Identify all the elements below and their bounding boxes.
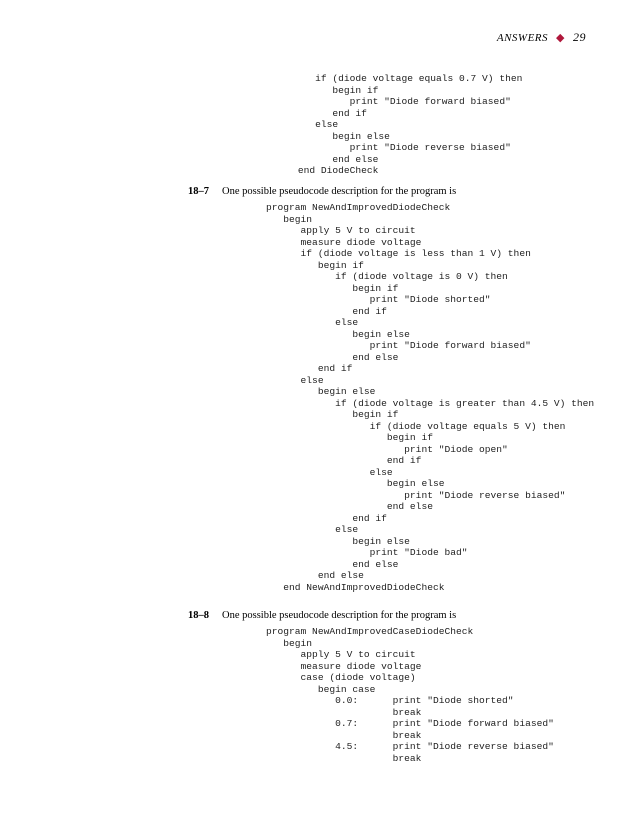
section-text: One possible pseudocode description for … [222, 186, 457, 197]
section-18-8-heading: 18–8 One possible pseudocode description… [188, 610, 456, 621]
section-text: One possible pseudocode description for … [222, 610, 457, 621]
code-block-18-8: program NewAndImprovedCaseDiodeCheck beg… [266, 626, 554, 764]
section-18-7-heading: 18–7 One possible pseudocode description… [188, 186, 456, 197]
section-number: 18–7 [188, 186, 209, 197]
code-block-18-7: program NewAndImprovedDiodeCheck begin a… [266, 202, 595, 593]
section-number: 18–8 [188, 610, 209, 621]
code-block-continued: if (diode voltage equals 0.7 V) then beg… [297, 73, 523, 176]
section-title: ANSWERS [496, 31, 549, 44]
running-header: ANSWERS ◆ 29 [497, 30, 586, 45]
diamond-icon: ◆ [556, 32, 565, 44]
page-number: 29 [573, 30, 586, 44]
